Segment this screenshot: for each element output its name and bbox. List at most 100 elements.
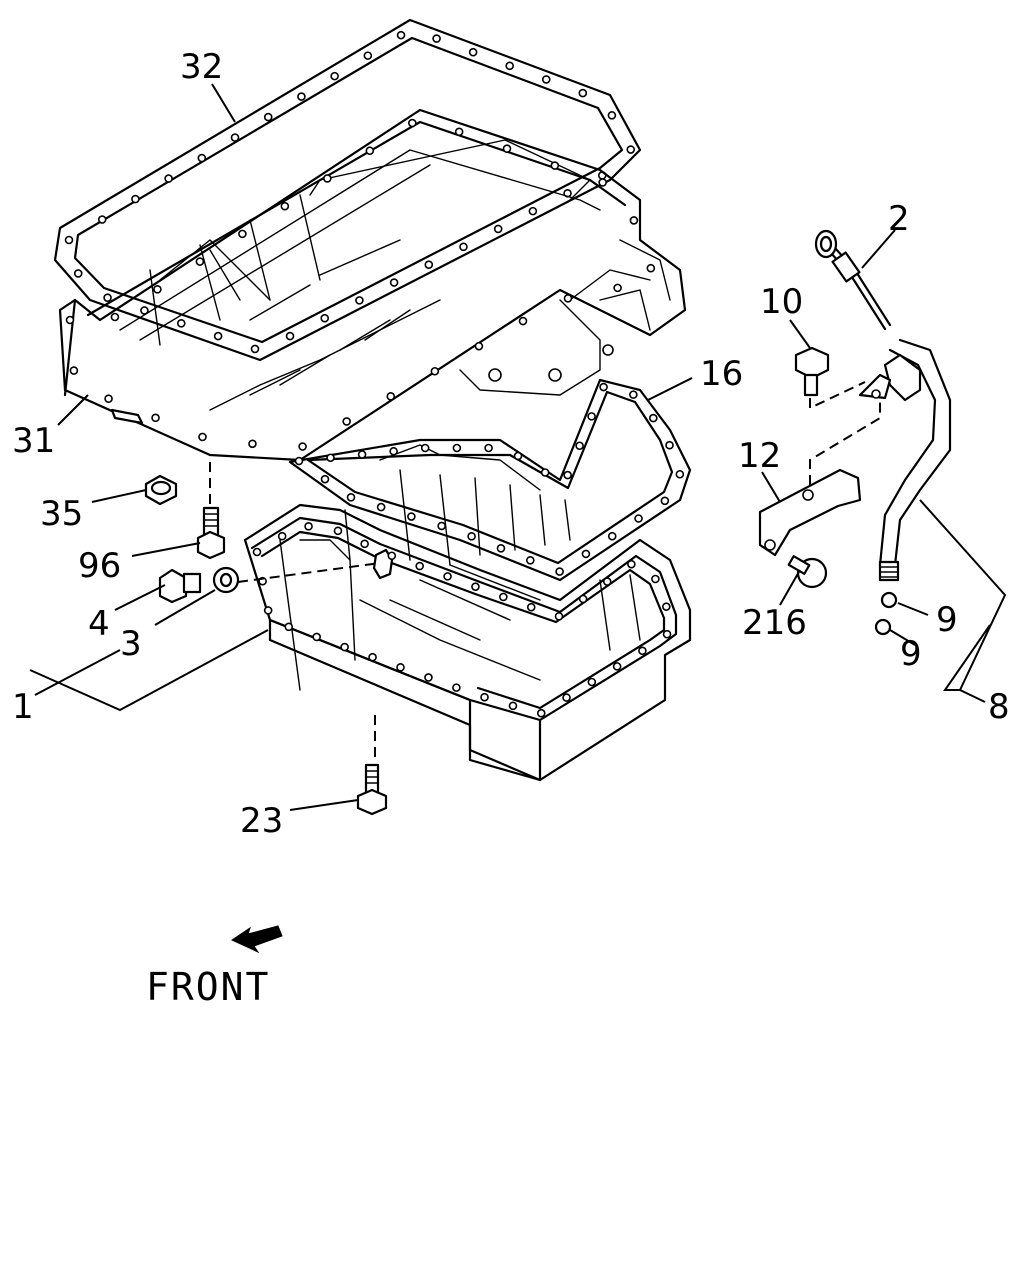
bolt-hole: [499, 592, 508, 602]
bolt-hole: [587, 677, 597, 687]
bolt-hole: [430, 366, 440, 376]
bolt-hole: [294, 456, 304, 466]
bolt-hole: [140, 306, 149, 315]
bolt-hole: [238, 229, 247, 239]
bolt-hole: [471, 582, 480, 591]
bolt-hole: [554, 611, 564, 621]
bolt-hole: [263, 606, 273, 615]
callout-9-lower: 9: [900, 634, 922, 674]
callout-10: 10: [760, 282, 803, 322]
dash-line-12: [809, 400, 881, 485]
bolt-hole: [97, 215, 107, 224]
bolt-hole: [468, 47, 478, 57]
bolt-hole: [330, 71, 339, 81]
bolt-hole: [110, 312, 120, 322]
bolt-hole: [326, 453, 335, 463]
bolt-hole: [415, 561, 424, 571]
bolt-hole: [612, 662, 622, 671]
bolt-hole: [550, 161, 560, 170]
bolt-hole: [64, 235, 74, 245]
bolt-hole: [323, 174, 332, 183]
drain-plug-4: [158, 568, 202, 604]
bolt-hole: [480, 692, 489, 702]
bolt-hole: [424, 673, 433, 682]
bolt-hole: [496, 544, 506, 553]
bolt-hole: [526, 602, 536, 612]
front-label: FRONT: [146, 965, 270, 1009]
bolt-hole: [505, 61, 514, 71]
bolt-10: [794, 346, 830, 397]
bolt-hole: [602, 577, 612, 586]
bolt-hole: [230, 133, 240, 142]
bolt-hole: [342, 417, 351, 426]
bolt-hole: [69, 366, 79, 375]
bolt-hole: [627, 559, 636, 569]
bolt-hole: [312, 632, 321, 642]
bolt-hole: [634, 514, 643, 523]
bolt-hole: [340, 642, 349, 652]
bolt-hole: [508, 701, 518, 711]
bolt-hole: [396, 663, 405, 672]
bolt-hole: [195, 257, 205, 266]
bolt-hole: [213, 331, 223, 341]
bolt-216: [787, 555, 828, 589]
bolt-hole: [518, 316, 528, 326]
bolt-hole: [298, 442, 307, 451]
bolt-hole: [387, 551, 397, 561]
bolt-hole: [540, 468, 550, 477]
bolt-hole: [73, 269, 83, 278]
bolt-hole: [432, 34, 441, 43]
bolt-hole: [198, 432, 207, 442]
bolt-hole: [638, 646, 647, 656]
bolt-hole: [248, 439, 257, 449]
bolt-hole: [151, 413, 160, 423]
callout-2: 2: [888, 199, 910, 239]
bolt-hole: [285, 331, 295, 341]
bolt-hole: [420, 443, 430, 453]
bolt-hole: [452, 443, 462, 453]
callout-216: 216: [742, 603, 807, 643]
callout-32: 32: [180, 47, 223, 87]
bolt-hole: [651, 574, 660, 584]
bolt-hole: [164, 174, 173, 183]
bolt-hole: [65, 315, 75, 325]
bolt-hole: [333, 526, 343, 536]
callout-23: 23: [240, 801, 283, 841]
bolt-hole: [536, 708, 546, 718]
callout-8: 8: [988, 687, 1010, 727]
bolt-hole: [355, 296, 364, 305]
callout-12: 12: [738, 436, 781, 476]
bolt-hole: [424, 260, 434, 269]
bolt-hole: [629, 216, 639, 225]
callout-35: 35: [40, 494, 83, 534]
bolt-hole: [662, 629, 672, 639]
bolt-hole: [176, 318, 186, 328]
callout-1: 1: [12, 687, 34, 727]
bolt-hole: [607, 111, 617, 120]
dash-line-drain: [237, 562, 381, 583]
bolt-hole: [103, 293, 112, 302]
bolt-hole: [484, 443, 493, 453]
bolt-hole: [407, 512, 416, 521]
bolt-hole: [541, 75, 551, 84]
bolt-hole: [360, 539, 369, 549]
bolt-hole: [599, 382, 608, 392]
bolt-23: [356, 763, 388, 816]
callout-31: 31: [12, 421, 55, 461]
bolt-hole: [493, 224, 503, 234]
bolt-hole: [675, 469, 685, 479]
bolt-hole: [646, 263, 656, 273]
bracket: [758, 373, 892, 557]
callout-9-upper: 9: [936, 600, 958, 640]
upper-oil-pan: [58, 108, 687, 462]
bolt-96: [196, 506, 226, 560]
bolt-hole: [357, 450, 367, 459]
bolt-hole: [526, 555, 535, 565]
bolt-hole: [363, 51, 373, 60]
lower-gasket: [288, 378, 692, 582]
washer-3: [212, 566, 240, 594]
front-arrow-icon: [230, 925, 283, 954]
bolt-hole: [131, 194, 140, 204]
bolt-hole: [665, 440, 674, 450]
